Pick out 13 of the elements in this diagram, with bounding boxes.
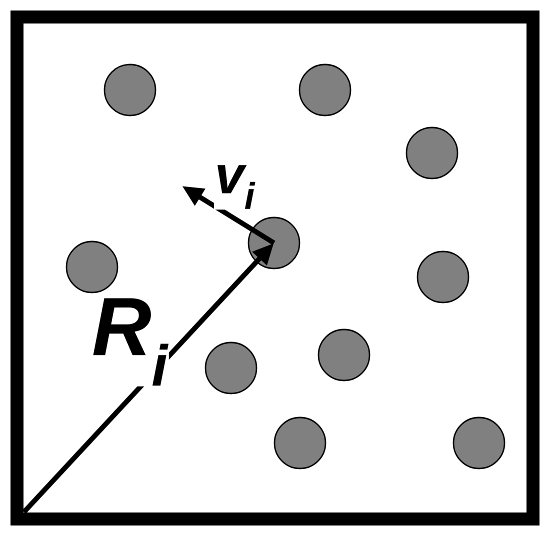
circle: [298, 64, 352, 116]
circle: [452, 416, 506, 470]
circle: [274, 416, 326, 470]
edge-label: v$_{i}$: [214, 164, 256, 210]
circle: [104, 64, 156, 116]
circle: [406, 126, 458, 180]
edge-label: R$_{i}$: [91, 298, 169, 386]
circle: [66, 240, 118, 294]
circle: [416, 250, 470, 304]
circle: [204, 342, 258, 394]
circle: [318, 328, 370, 382]
square-frame: [10, 10, 540, 526]
circle: [248, 216, 300, 270]
